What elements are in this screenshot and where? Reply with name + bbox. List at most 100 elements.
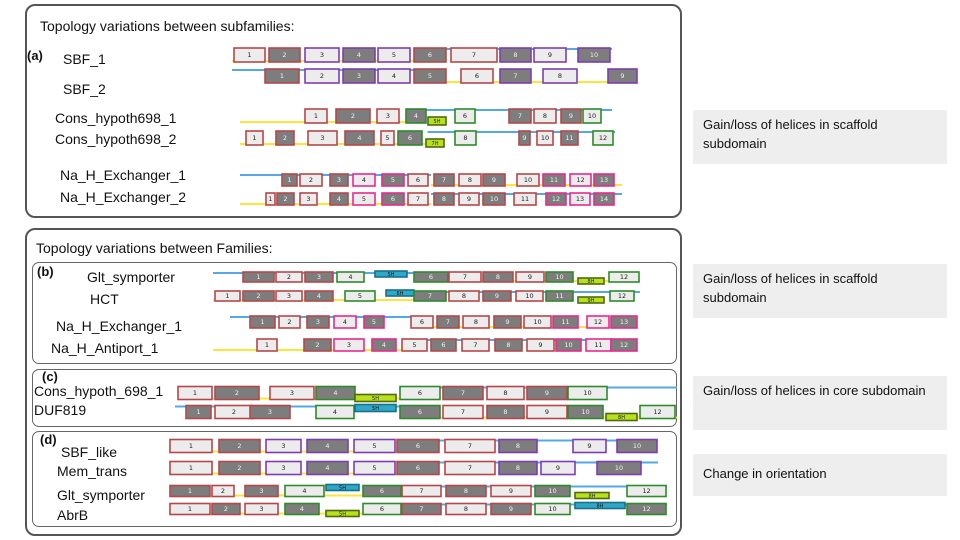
helix-label: 10: [524, 176, 532, 184]
helix: [498, 438, 538, 454]
helix-label: 11: [594, 341, 602, 349]
helix-label: 12: [620, 341, 628, 349]
panel-b-title: Topology variations between Families:: [36, 240, 273, 256]
helix-label: 12: [620, 273, 628, 281]
helix: [396, 438, 440, 454]
helix: [592, 130, 614, 146]
helix-label: 2: [224, 505, 228, 513]
helix-label: 2: [287, 318, 291, 326]
helix: [516, 173, 540, 187]
helix: [353, 438, 396, 454]
helix: [169, 502, 211, 516]
helix-label: 9: [620, 72, 624, 80]
helix: [218, 460, 261, 476]
helix-label: 9: [509, 487, 513, 495]
helix: [401, 484, 442, 498]
helix-label: 6H: [397, 291, 404, 297]
helix-label: 10: [548, 487, 556, 495]
helix: [244, 502, 279, 516]
helix: [545, 192, 567, 206]
helix: [486, 385, 525, 401]
helix-label: 14: [600, 195, 608, 203]
helix: [526, 404, 568, 420]
helix: [442, 385, 484, 401]
helix: [265, 438, 302, 454]
helix: [534, 502, 571, 516]
helix-label: 5H: [339, 486, 346, 492]
helix: [454, 108, 476, 124]
helix: [362, 502, 402, 516]
helix: [444, 460, 496, 476]
subpanel-d: [32, 431, 677, 527]
subpanel-c: [32, 369, 677, 427]
helix: [430, 338, 457, 352]
panel-a-title: Topology variations between subfamilies:: [40, 18, 295, 34]
helix-label: 3: [320, 51, 324, 59]
helix-label: 10: [548, 505, 556, 513]
helix: [577, 277, 605, 285]
helix: [610, 338, 638, 352]
helix: [299, 173, 323, 187]
helix-label: 10: [615, 464, 623, 472]
helix-label: 2: [256, 292, 260, 300]
helix-label: 6: [441, 341, 445, 349]
helix: [499, 47, 532, 63]
helix-label: 7: [463, 273, 467, 281]
helix-label: 3: [317, 273, 321, 281]
helix: [214, 385, 260, 401]
helix-label: 4: [317, 292, 321, 300]
helix: [482, 192, 506, 206]
helix-label: 5H: [434, 119, 441, 125]
helix-label: 3: [306, 195, 310, 203]
helix: [276, 192, 295, 206]
helix: [307, 130, 338, 146]
helix-label: 7: [446, 318, 450, 326]
helix-label: 9: [545, 389, 549, 397]
helix-label: 5H: [372, 406, 379, 412]
helix: [433, 192, 455, 206]
helix: [572, 438, 607, 454]
helix: [542, 173, 566, 187]
helix-label: 2: [287, 273, 291, 281]
helix-label: 7: [461, 408, 465, 416]
helix-label: 3: [316, 318, 320, 326]
helix: [626, 502, 667, 516]
helix-label: 10: [490, 195, 498, 203]
track-name: Cons_hypoth698_1: [55, 110, 177, 126]
helix: [569, 173, 592, 187]
helix-label: 8: [442, 195, 446, 203]
helix-label: 9: [492, 176, 496, 184]
helix: [413, 271, 449, 283]
helix-label: 9: [569, 112, 573, 120]
helix: [352, 173, 376, 187]
helix-label: 7: [428, 292, 432, 300]
helix-label: 8: [503, 389, 507, 397]
helix-label: 4: [348, 273, 352, 281]
helix: [363, 315, 385, 329]
helix: [410, 315, 434, 329]
helix-label: 4: [300, 505, 304, 513]
helix: [407, 173, 429, 187]
helix: [399, 385, 441, 401]
helix-label: 9: [509, 505, 513, 513]
helix: [169, 484, 211, 498]
helix-label: 8H: [597, 504, 604, 510]
helix: [482, 173, 506, 187]
helix: [534, 484, 571, 498]
helix: [442, 404, 484, 420]
helix: [577, 296, 605, 304]
helix: [493, 315, 522, 329]
helix: [177, 385, 213, 401]
helix-label: 1: [314, 112, 318, 120]
helix-label: 8: [468, 176, 472, 184]
helix-label: 5: [372, 464, 376, 472]
helix: [304, 290, 334, 302]
helix: [567, 385, 608, 401]
helix-label: 9: [548, 51, 552, 59]
panel-c-label: (c): [42, 369, 58, 384]
